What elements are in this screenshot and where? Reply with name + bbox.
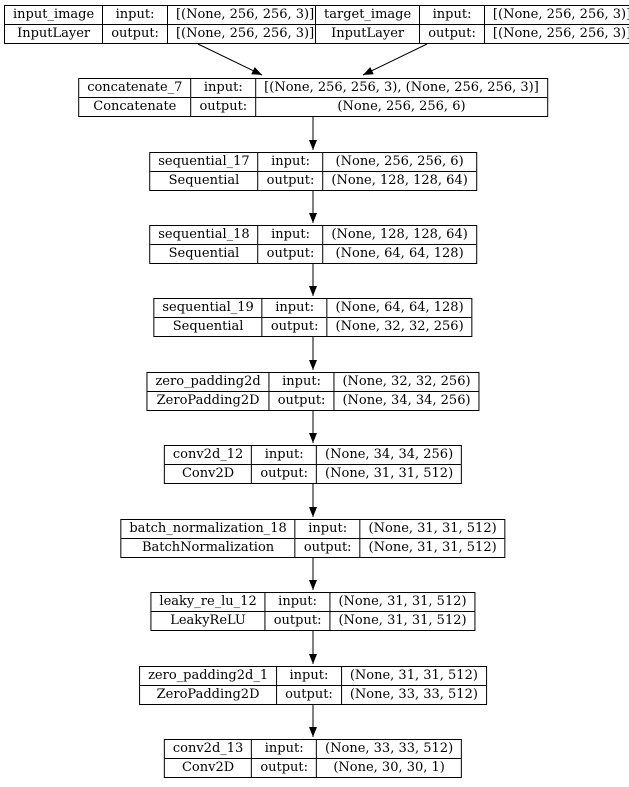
node-concatenate_7: concatenate_7 input: [(None, 256, 256, 3… <box>78 78 548 117</box>
node-conv2d_12: conv2d_12 input: (None, 34, 34, 256) Con… <box>163 445 463 484</box>
output-label: output: <box>268 391 334 410</box>
output-shape: (None, 31, 31, 512) <box>329 611 475 630</box>
input-shape: [(None, 256, 256, 3)] <box>166 6 322 24</box>
layer-type: InputLayer <box>5 24 103 43</box>
output-shape: (None, 34, 34, 256) <box>333 391 479 410</box>
layer-name: concatenate_7 <box>87 80 183 95</box>
input-label: input: <box>268 373 334 391</box>
input-label: input: <box>257 153 323 171</box>
layer-type: Sequential <box>150 171 258 190</box>
input-label: input: <box>102 6 167 24</box>
input-label: input: <box>251 740 316 758</box>
node-sequential_17: sequential_17 input: (None, 256, 256, 6)… <box>149 152 477 191</box>
layer-name: conv2d_12 <box>172 447 244 462</box>
edge-input_image-concatenate_7 <box>197 43 263 76</box>
layer-name: sequential_19 <box>162 300 254 315</box>
output-shape: (None, 128, 128, 64) <box>322 171 476 190</box>
layer-type: Conv2D <box>164 464 252 483</box>
input-shape: (None, 31, 31, 512) <box>329 593 474 611</box>
input-label: input: <box>257 226 323 244</box>
input-shape: (None, 256, 256, 6) <box>322 153 475 171</box>
layer-name: zero_padding2d <box>155 374 261 389</box>
output-label: output: <box>419 24 484 43</box>
output-shape: [(None, 256, 256, 3)] <box>483 24 629 43</box>
node-conv2d_13: conv2d_13 input: (None, 33, 33, 512) Con… <box>163 739 463 778</box>
layer-name: batch_normalization_18 <box>129 521 287 536</box>
output-label: output: <box>257 171 323 190</box>
output-label: output: <box>102 24 167 43</box>
input-label: input: <box>294 520 360 538</box>
input-label: input: <box>264 593 330 611</box>
output-shape: (None, 31, 31, 512) <box>359 538 505 557</box>
input-shape: (None, 128, 128, 64) <box>322 226 475 244</box>
output-shape: (None, 64, 64, 128) <box>322 244 476 263</box>
output-label: output: <box>261 317 327 336</box>
output-label: output: <box>257 244 323 263</box>
output-shape: (None, 32, 32, 256) <box>326 317 472 336</box>
node-sequential_19: sequential_19 input: (None, 64, 64, 128)… <box>153 298 473 337</box>
output-label: output: <box>251 464 317 483</box>
output-shape: (None, 31, 31, 512) <box>316 464 462 483</box>
layer-type: Sequential <box>150 244 258 263</box>
layer-type: Sequential <box>154 317 262 336</box>
node-zero_padding2d_1: zero_padding2d_1 input: (None, 31, 31, 5… <box>139 666 487 705</box>
edge-target_image-concatenate_7 <box>362 43 428 76</box>
layer-name: zero_padding2d_1 <box>148 668 269 683</box>
output-label: output: <box>276 685 341 704</box>
layer-type: ZeroPadding2D <box>147 391 269 410</box>
input-shape: (None, 34, 34, 256) <box>316 446 461 464</box>
output-label: output: <box>190 97 256 116</box>
node-input_image: input_image input: [(None, 256, 256, 3)]… <box>4 5 324 44</box>
input-shape: (None, 31, 31, 512) <box>340 667 486 685</box>
output-shape: (None, 256, 256, 6) <box>255 97 547 116</box>
layer-type: ZeroPadding2D <box>140 685 277 704</box>
input-shape: [(None, 256, 256, 3), (None, 256, 256, 3… <box>255 79 547 97</box>
node-sequential_18: sequential_18 input: (None, 128, 128, 64… <box>149 225 477 264</box>
layer-type: Concatenate <box>79 97 191 116</box>
layer-type: BatchNormalization <box>121 538 295 557</box>
layer-type: Conv2D <box>164 758 252 777</box>
input-shape: (None, 64, 64, 128) <box>326 299 472 317</box>
layer-name: leaky_re_lu_12 <box>159 594 257 609</box>
layer-name: target_image <box>324 7 412 22</box>
node-leaky_re_lu_12: leaky_re_lu_12 input: (None, 31, 31, 512… <box>150 592 476 631</box>
layer-name: sequential_17 <box>158 154 250 169</box>
output-label: output: <box>264 611 330 630</box>
output-shape: (None, 33, 33, 512) <box>340 685 486 704</box>
input-label: input: <box>261 299 327 317</box>
input-shape: (None, 31, 31, 512) <box>359 520 505 538</box>
input-label: input: <box>276 667 341 685</box>
input-label: input: <box>251 446 316 464</box>
input-label: input: <box>419 6 484 24</box>
node-zero_padding2d: zero_padding2d input: (None, 32, 32, 256… <box>146 372 480 411</box>
input-label: input: <box>190 79 255 97</box>
output-shape: (None, 30, 30, 1) <box>316 758 462 777</box>
layer-name: conv2d_13 <box>172 741 244 756</box>
input-shape: (None, 33, 33, 512) <box>316 740 461 758</box>
output-label: output: <box>251 758 317 777</box>
node-batch_normalization_18: batch_normalization_18 input: (None, 31,… <box>120 519 506 558</box>
input-shape: (None, 32, 32, 256) <box>333 373 478 391</box>
layer-name: input_image <box>13 7 95 22</box>
layer-name: sequential_18 <box>158 227 250 242</box>
output-label: output: <box>294 538 360 557</box>
input-shape: [(None, 256, 256, 3)] <box>483 6 629 24</box>
layer-type: InputLayer <box>316 24 420 43</box>
layer-type: LeakyReLU <box>151 611 265 630</box>
node-target_image: target_image input: [(None, 256, 256, 3)… <box>315 5 629 44</box>
output-shape: [(None, 256, 256, 3)] <box>166 24 323 43</box>
